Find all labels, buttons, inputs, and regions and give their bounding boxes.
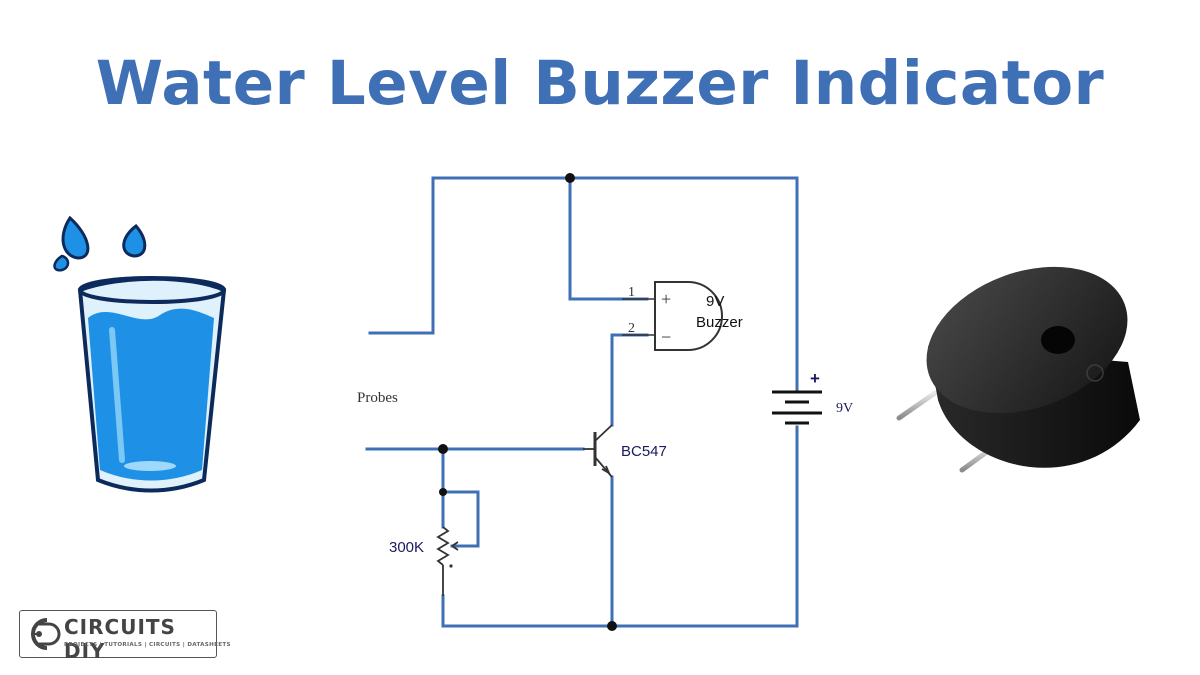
glass-bottom-highlight: [124, 461, 176, 471]
battery-plus-sign: +: [810, 369, 820, 388]
water-splash-drop: [61, 215, 90, 260]
resistor-label: 300K: [389, 539, 424, 556]
water-splash-drop: [53, 254, 70, 272]
water-splash-drop: [122, 223, 147, 258]
wiper-arrow: [451, 541, 459, 551]
resistor-zigzag: [436, 526, 450, 566]
buzzer-body: [654, 281, 723, 351]
glass-rim: [78, 276, 226, 304]
buzzer-hole: [1041, 326, 1075, 354]
battery-voltage-label: 9V: [836, 401, 853, 416]
glass-highlight: [109, 327, 125, 463]
logo-tagline: PROJECTS | TUTORIALS | CIRCUITS | DATASH…: [64, 642, 231, 648]
junction-dot: [565, 173, 575, 183]
circuits-diy-logo[interactable]: CIRCUITS DIY PROJECTS | TUTORIALS | CIRC…: [19, 610, 230, 663]
piezo-buzzer-image: [896, 266, 1140, 473]
junction-dot: [607, 621, 617, 631]
buzzer-plus-sign: +: [661, 289, 671, 309]
buzzer-symbol: 1 2 + − 9V Buzzer: [622, 281, 743, 351]
buzzer-emblem: [1086, 364, 1104, 382]
battery-symbol: [772, 357, 822, 425]
emitter-arrow: [601, 465, 611, 476]
buzzer-name-label: Buzzer: [696, 314, 743, 331]
top-wire: [368, 176, 799, 359]
resistor-dot: [449, 564, 453, 568]
circuit-wires: [365, 176, 799, 628]
potentiometer-symbol: [436, 526, 459, 596]
transistor-label: BC547: [621, 443, 667, 460]
buzzer-pin: [896, 390, 938, 421]
junction-dot: [439, 488, 447, 496]
probes-label: Probes: [357, 390, 398, 406]
logo-icon: [31, 618, 61, 650]
junction-dot: [438, 444, 448, 454]
buzzer-pin1-label: 1: [628, 285, 635, 300]
buzzer-top: [926, 266, 1128, 414]
potentiometer-wiper-wire: [441, 490, 480, 548]
transistor-collector: [594, 424, 613, 442]
water-glass-image: [53, 215, 227, 493]
bottom-wire: [441, 594, 799, 628]
buzzer-minus-sign: −: [661, 327, 671, 347]
buzzer-pin2-label: 2: [628, 321, 635, 336]
page-title: Water Level Buzzer Indicator: [95, 48, 1105, 119]
collector-wire: [610, 333, 649, 427]
water-fill: [88, 308, 214, 481]
logo-name: CIRCUITS DIY: [64, 615, 176, 663]
transistor-symbol: [583, 424, 613, 478]
buzzer-feed-wire: [568, 176, 649, 301]
buzzer-voltage-label: 9V: [706, 293, 724, 310]
